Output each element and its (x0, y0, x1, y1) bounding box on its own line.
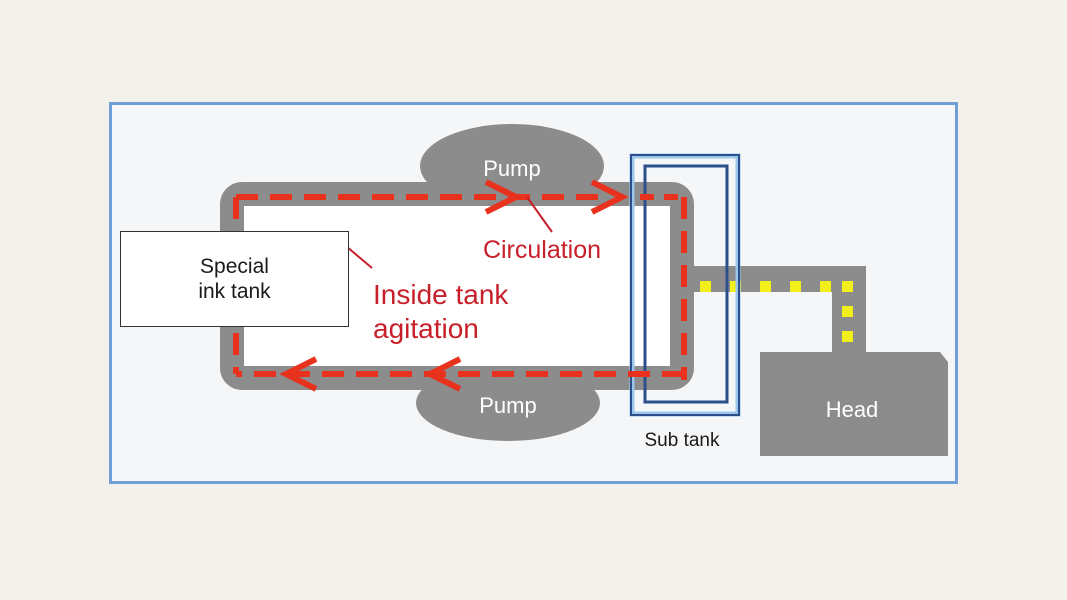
special-ink-tank: Special ink tank (120, 231, 349, 327)
flow-bottom-arrow-end (279, 356, 318, 392)
sub-tank-inner (643, 164, 729, 404)
flow-top-arrow-end (590, 179, 629, 215)
sub-tank-label: Sub tank (645, 430, 720, 451)
head-shape (760, 352, 948, 456)
flow-top-arrow-mid (484, 179, 523, 215)
pump-bottom-label: Pump (479, 393, 536, 418)
head-label: Head (826, 397, 879, 422)
inside-tank-agitation-label: Inside tank agitation (373, 279, 509, 344)
circulation-leader-line (526, 196, 553, 233)
flow-bottom-arrow-mid (423, 356, 462, 392)
special-ink-tank-label: Special ink tank (198, 255, 271, 303)
sub-tank-outer-edge (630, 154, 740, 416)
pump-top-label: Pump (483, 156, 540, 181)
circulation-label: Circulation (483, 236, 601, 264)
